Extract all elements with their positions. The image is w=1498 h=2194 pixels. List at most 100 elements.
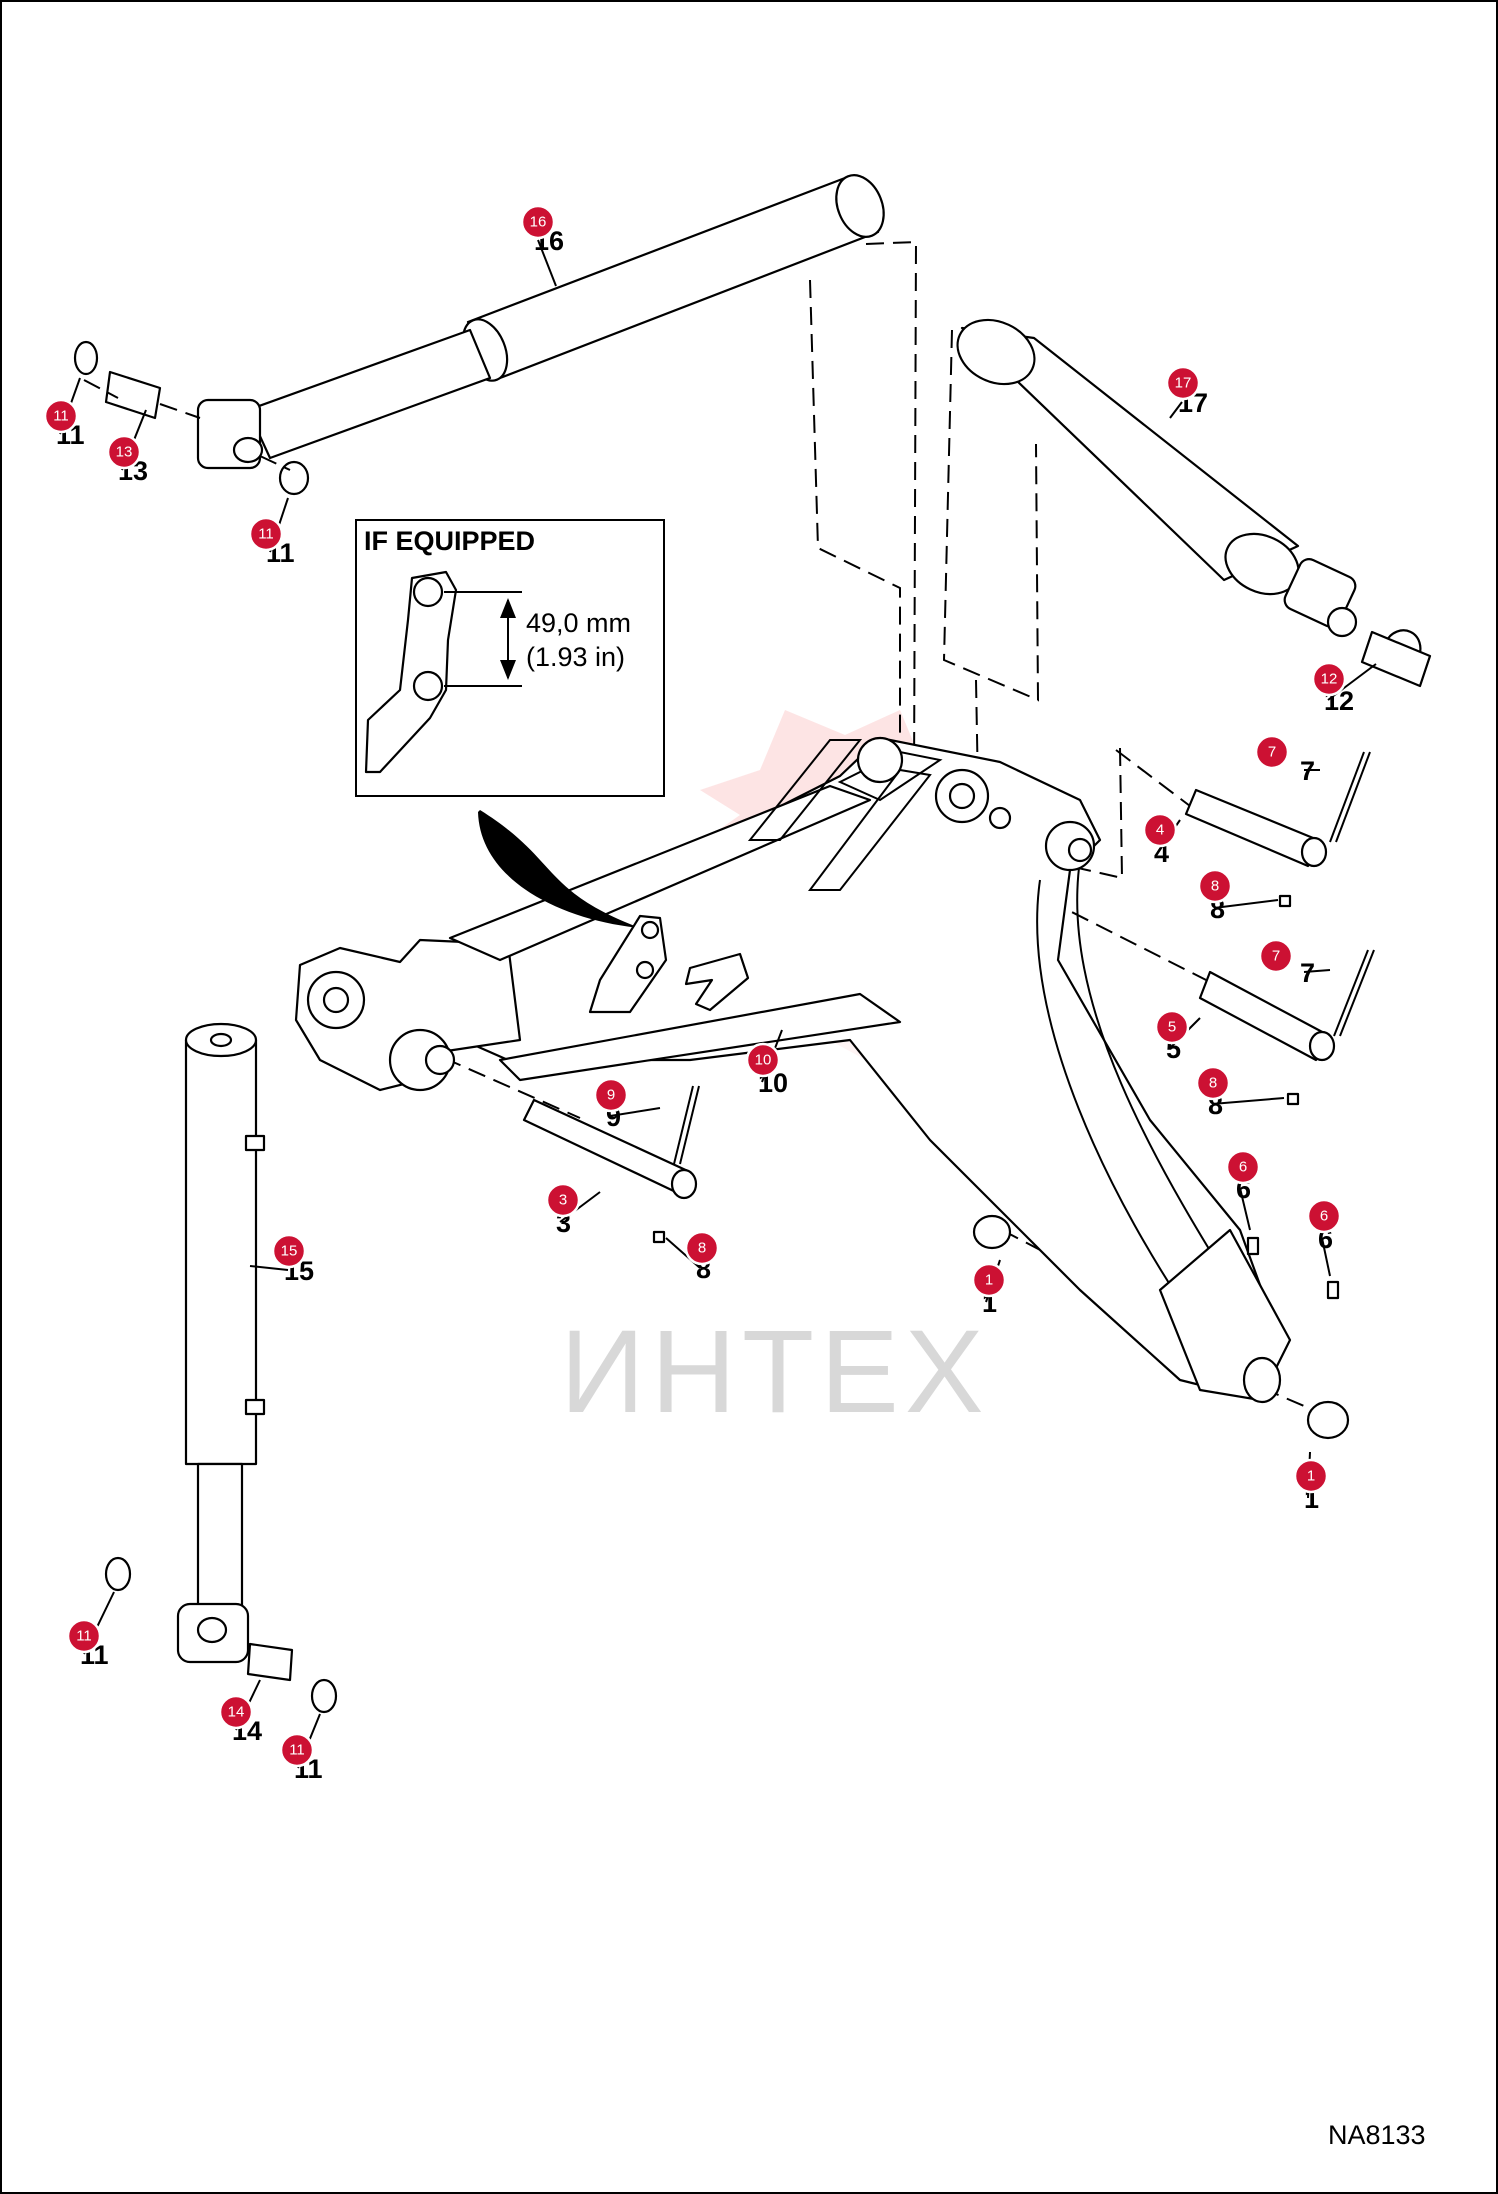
callout-8: 88	[1197, 868, 1279, 924]
bracket-2-on-boom	[588, 914, 668, 1014]
callout-badge[interactable]	[218, 1694, 254, 1730]
callout-7: 77	[1254, 734, 1320, 786]
inset-if-equipped	[355, 519, 665, 797]
callout-badge-label: 13	[116, 444, 133, 461]
part-number: 7	[1300, 756, 1315, 786]
callout-badge[interactable]	[1311, 661, 1347, 697]
leader-line	[537, 239, 557, 287]
callout-badge-label: 6	[1239, 1159, 1247, 1176]
callout-badge[interactable]	[106, 434, 142, 470]
callout-badge-label: 7	[1272, 948, 1280, 965]
callout-badge[interactable]	[1165, 365, 1201, 401]
callout-badge[interactable]	[66, 1618, 102, 1654]
callout-badge-label: 1	[985, 1272, 993, 1289]
inset-title: IF EQUIPPED	[364, 526, 535, 556]
callout-badge[interactable]	[43, 398, 79, 434]
callout-7: 77	[1258, 938, 1331, 988]
watermark-text: ИНТЕХ	[560, 1306, 990, 1438]
callout-6: 66	[1306, 1198, 1342, 1277]
callout-badge-label: 6	[1320, 1208, 1328, 1225]
callout-badge[interactable]	[271, 1233, 307, 1269]
cylinder-16	[196, 174, 885, 470]
seal-ring	[73, 340, 99, 376]
callout-badge-label: 8	[1209, 1075, 1217, 1092]
callout-badge[interactable]	[1142, 812, 1178, 848]
leader-line	[1239, 1187, 1251, 1231]
callout-badge[interactable]	[248, 516, 284, 552]
dimension-imperial: (1.93 in)	[526, 642, 625, 672]
leader-line	[1321, 1237, 1331, 1277]
callout-badge[interactable]	[1225, 1149, 1261, 1185]
callout-badge-label: 8	[1211, 878, 1219, 895]
bolt-7	[1333, 949, 1369, 1037]
bushing-1	[972, 1214, 1012, 1250]
callout-badge-label: 3	[559, 1192, 567, 1209]
callout-badge-label: 8	[698, 1240, 706, 1257]
seal-ring	[278, 460, 310, 496]
callout-8: 88	[665, 1230, 720, 1284]
leader-line	[1211, 1097, 1285, 1105]
leader-line	[1169, 401, 1183, 419]
pin-4	[1184, 788, 1320, 868]
callout-badge[interactable]	[545, 1182, 581, 1218]
drawing-code: NA8133	[1328, 2120, 1426, 2150]
pin-13	[104, 370, 162, 420]
callout-5: 55	[1154, 1009, 1201, 1064]
pin-5	[1198, 970, 1328, 1062]
seal-ring	[104, 1556, 132, 1592]
pin-14	[246, 1642, 294, 1682]
callout-badge[interactable]	[745, 1042, 781, 1078]
callout-badge-label: 5	[1168, 1019, 1176, 1036]
callout-badge[interactable]	[1195, 1065, 1231, 1101]
nut-8	[1278, 894, 1292, 908]
callout-badge[interactable]	[1254, 734, 1290, 770]
callout-badge-label: 4	[1156, 822, 1164, 839]
callout-badge-label: 11	[289, 1742, 305, 1759]
callout-badge[interactable]	[1154, 1009, 1190, 1045]
callout-badge-label: 11	[53, 408, 69, 425]
callout-badge-label: 7	[1268, 744, 1276, 761]
callout-1: 11	[971, 1259, 1007, 1318]
leader-line	[249, 1265, 289, 1271]
leader-line	[609, 1107, 661, 1117]
callout-badge[interactable]	[1306, 1198, 1342, 1234]
callout-badge[interactable]	[971, 1262, 1007, 1298]
callout-6: 66	[1225, 1149, 1261, 1231]
leader-line	[1213, 899, 1279, 909]
callout-badge[interactable]	[1258, 938, 1294, 974]
grease-fitting-6	[1246, 1236, 1260, 1256]
seal-ring	[310, 1678, 338, 1714]
callout-badge-label: 12	[1321, 671, 1338, 688]
callout-9: 99	[593, 1077, 661, 1132]
callout-badge-label: 1	[1307, 1468, 1315, 1485]
part-number: 7	[1300, 958, 1315, 988]
callout-badge[interactable]	[684, 1230, 720, 1266]
callout-badge[interactable]	[593, 1077, 629, 1113]
callout-1: 11	[1293, 1451, 1329, 1514]
boom-10	[294, 736, 1292, 1404]
callout-badge[interactable]	[520, 204, 556, 240]
callout-badge[interactable]	[1293, 1458, 1329, 1494]
cylinder-17	[956, 318, 1432, 688]
callout-badge-label: 10	[755, 1052, 772, 1069]
callout-badge[interactable]	[1197, 868, 1233, 904]
leader-line	[559, 1191, 601, 1223]
boom-tab	[684, 952, 750, 1012]
bolt-7	[1329, 751, 1365, 843]
grease-fitting-6	[1326, 1280, 1340, 1300]
callout-badge[interactable]	[279, 1732, 315, 1768]
cylinder-15	[176, 1022, 266, 1664]
callout-badge-label: 14	[228, 1704, 245, 1721]
callout-3: 33	[545, 1182, 601, 1238]
callout-badge-label: 17	[1175, 375, 1192, 392]
bolt-9	[673, 1085, 694, 1165]
